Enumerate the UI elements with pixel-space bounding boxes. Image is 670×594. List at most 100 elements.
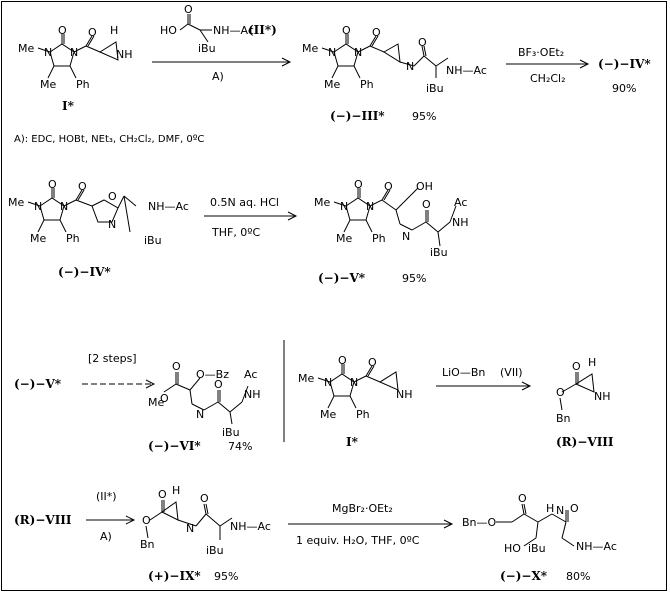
reagent-II-structure: HO O iBu NH—Ac — [160, 3, 254, 55]
atom-NH-Ac: NH—Ac — [148, 200, 189, 213]
atom-O: O — [142, 514, 151, 527]
atom-O: O — [368, 356, 377, 369]
atom-O: O — [572, 360, 581, 373]
atom-OH: OH — [416, 180, 433, 193]
atom-O: O — [342, 24, 351, 37]
atom-Me: Me — [298, 372, 314, 385]
atom-Me: Me — [314, 196, 330, 209]
label-VII: (VII) — [500, 366, 523, 379]
atom-N: N — [70, 46, 78, 59]
cond-BF3: BF₃·OEt₂ — [518, 46, 564, 59]
atom-N: N — [366, 200, 374, 213]
atom-O: O — [422, 198, 431, 211]
atom-O: O — [338, 354, 347, 367]
atom-Ph: Ph — [360, 78, 374, 91]
atom-H: H — [110, 24, 118, 37]
atom-Bn: Bn — [140, 538, 155, 551]
atom-H: H — [588, 356, 596, 369]
atom-O: O — [570, 502, 579, 515]
atom-O: O — [108, 190, 117, 203]
atom-N: N — [354, 46, 362, 59]
cond-CH2Cl2: CH₂Cl₂ — [530, 72, 566, 85]
atom-iBu: iBu — [426, 82, 444, 95]
compound-X-structure: Bn—O O H N O HO iBu NH—Ac — [462, 492, 617, 555]
label-IX: (+)−IX* — [148, 569, 201, 583]
atom-O: O — [354, 178, 363, 191]
cond-2steps: [2 steps] — [88, 352, 137, 365]
atom-N: N — [402, 230, 410, 243]
atom-N: N — [196, 408, 204, 421]
cond-LiOBn: LiO—Bn — [442, 366, 485, 379]
cond-A-2: A) — [100, 530, 112, 543]
atom-O: O — [158, 488, 167, 501]
atom-Me: Me — [320, 408, 336, 421]
label-VIII-start: (R)−VIII — [14, 513, 72, 527]
atom-N: N — [186, 522, 194, 535]
yield-III: 95% — [412, 110, 436, 123]
atom-iBu: iBu — [222, 426, 240, 439]
atom-Me: Me — [30, 232, 46, 245]
atom-O: O — [78, 180, 87, 193]
atom-O: O — [384, 180, 393, 193]
label-IV: (−)−IV* — [598, 57, 651, 71]
atom-O: O — [372, 26, 381, 39]
label-III: (−)−III* — [330, 109, 385, 123]
cond-II-star: (II*) — [96, 490, 117, 503]
atom-NH: NH — [452, 216, 469, 229]
atom-Bn: Bn — [556, 412, 571, 425]
atom-H: H — [172, 484, 180, 497]
yield-VI: 74% — [228, 440, 252, 453]
label-X: (−)−X* — [500, 569, 548, 583]
compound-I-structure-2: Me N O N O NH Me Ph — [298, 354, 413, 421]
atom-H: H — [546, 502, 554, 515]
atom-O: O — [160, 392, 169, 405]
atom-O: O — [172, 360, 181, 373]
compound-III-structure: Me N O N O N O NH—Ac iBu Me Ph — [302, 24, 487, 95]
atom-N: N — [406, 60, 414, 73]
label-IV-row2: (−)−IV* — [58, 265, 111, 279]
label-II-star: (II*) — [248, 23, 277, 37]
atom-Me: Me — [302, 42, 318, 55]
label-I-star: I* — [62, 99, 75, 113]
atom-O: O — [418, 36, 427, 49]
atom-Me: Me — [18, 42, 34, 55]
label-I-star-2: I* — [346, 435, 359, 449]
label-VIII: (R)−VIII — [556, 435, 614, 449]
compound-VIII-structure: O O H NH Bn — [556, 356, 611, 425]
atom-HO: HO — [160, 24, 177, 37]
atom-Me: Me — [336, 232, 352, 245]
label-VI: (−)−VI* — [148, 439, 201, 453]
atom-N: N — [350, 376, 358, 389]
atom-Ph: Ph — [372, 232, 386, 245]
atom-NH: NH — [244, 388, 261, 401]
yield-IV: 90% — [612, 82, 636, 95]
yield-V: 95% — [402, 272, 426, 285]
atom-O: O — [58, 24, 67, 37]
compound-VI-structure: O O O—Bz N O Ac NH iBu Me — [148, 360, 261, 439]
atom-N: N — [60, 200, 68, 213]
atom-iBu: iBu — [430, 246, 448, 259]
atom-Ac: Ac — [454, 196, 467, 209]
atom-Ph: Ph — [66, 232, 80, 245]
atom-N: N — [556, 504, 564, 517]
atom-O: O — [184, 3, 193, 16]
label-V-start: (−)−V* — [14, 377, 62, 391]
yield-IX: 95% — [214, 570, 238, 583]
atom-O: O — [88, 26, 97, 39]
atom-iBu: iBu — [206, 544, 224, 557]
label-V: (−)−V* — [318, 271, 366, 285]
atom-NH: NH — [396, 388, 413, 401]
cond-A: A) — [212, 70, 224, 83]
atom-HO: HO — [504, 542, 521, 555]
atom-Ac: Ac — [244, 368, 257, 381]
atom-Me: Me — [40, 78, 56, 91]
cond-H2O-THF: 1 equiv. H₂O, THF, 0ºC — [296, 534, 420, 547]
atom-N: N — [340, 200, 348, 213]
atom-iBu: iBu — [198, 42, 216, 55]
atom-NH: NH — [116, 48, 133, 61]
atom-iBu: iBu — [144, 234, 162, 247]
compound-IX-structure: O O H N O NH—Ac iBu Bn — [140, 484, 271, 557]
atom-O: O — [48, 178, 57, 191]
